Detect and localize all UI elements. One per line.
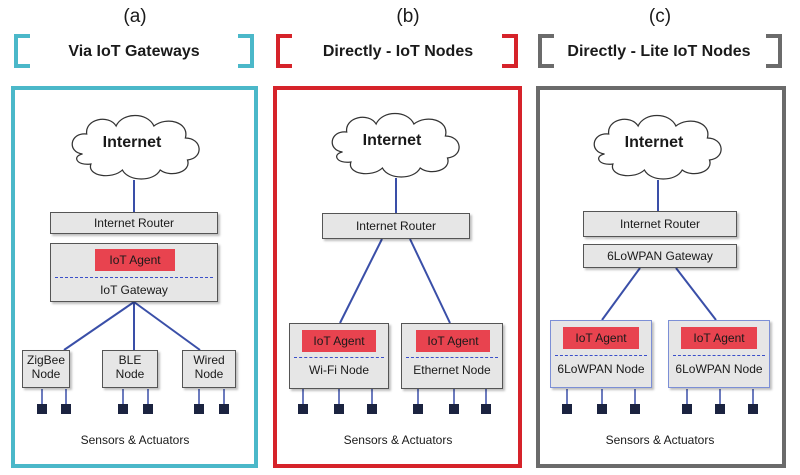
panel-b-wifi-divider xyxy=(294,357,384,358)
sensor-icon xyxy=(481,404,491,414)
sensor-icon xyxy=(413,404,423,414)
panel-b-ethernet-divider xyxy=(406,357,498,358)
panel-b-letter: (b) xyxy=(396,6,420,27)
panel-b-wifi-agent: IoT Agent xyxy=(302,330,376,352)
panel-a-frame xyxy=(11,86,258,468)
sensor-icon xyxy=(334,404,344,414)
panel-c-bracket-left xyxy=(538,34,554,68)
panel-c-node-2: IoT Agent 6LoWPAN Node xyxy=(668,320,770,388)
panel-a-internet-router: Internet Router xyxy=(50,212,218,234)
panel-a-gateway-label: IoT Gateway xyxy=(100,283,168,297)
panel-c-node-2-label: 6LoWPAN Node xyxy=(675,362,763,376)
sensor-icon xyxy=(118,404,128,414)
panel-a-letter: (a) xyxy=(123,6,147,27)
panel-b-heading: Directly - IoT Nodes xyxy=(322,43,474,60)
panel-c-internet-router: Internet Router xyxy=(583,211,737,237)
panel-a-iot-gateway: IoT Agent IoT Gateway xyxy=(50,243,218,302)
panel-b-wifi-node: IoT Agent Wi-Fi Node xyxy=(289,323,389,389)
panel-a-zigbee-node: ZigBee Node xyxy=(22,350,70,388)
panel-c-frame xyxy=(536,86,786,468)
panel-c-node-2-agent: IoT Agent xyxy=(681,327,757,349)
panel-b-wifi-label: Wi-Fi Node xyxy=(308,363,369,377)
panel-a-iot-agent: IoT Agent xyxy=(95,249,175,271)
panel-c-node-1-divider xyxy=(555,355,647,356)
sensor-icon xyxy=(298,404,308,414)
panel-b-ethernet-node: IoT Agent Ethernet Node xyxy=(401,323,503,389)
panel-b-ethernet-label: Ethernet Node xyxy=(413,363,491,377)
panel-c-bracket-right xyxy=(766,34,782,68)
panel-c-letter: (c) xyxy=(648,6,672,27)
sensor-icon xyxy=(597,404,607,414)
panel-b-frame xyxy=(273,86,522,468)
panel-a-bracket-right xyxy=(238,34,254,68)
panel-a-ble-node: BLE Node xyxy=(102,350,158,388)
sensor-icon xyxy=(367,404,377,414)
sensor-icon xyxy=(630,404,640,414)
panel-b-footer: Sensors & Actuators xyxy=(343,433,453,447)
panel-a-wired-node: Wired Node xyxy=(182,350,236,388)
panel-c-cloud-label: Internet xyxy=(624,134,684,151)
panel-a-cloud-label: Internet xyxy=(102,134,162,151)
panel-c-node-1: IoT Agent 6LoWPAN Node xyxy=(550,320,652,388)
sensor-icon xyxy=(219,404,229,414)
panel-c-heading: Directly - Lite IoT Nodes xyxy=(567,43,751,60)
sensor-icon xyxy=(37,404,47,414)
sensor-icon xyxy=(449,404,459,414)
panel-a-heading: Via IoT Gateways xyxy=(68,43,200,60)
panel-b-cloud-label: Internet xyxy=(362,132,422,149)
panel-b-ethernet-agent: IoT Agent xyxy=(416,330,490,352)
sensor-icon xyxy=(194,404,204,414)
panel-a-bracket-left xyxy=(14,34,30,68)
panel-b-bracket-left xyxy=(276,34,292,68)
panel-a-gateway-divider xyxy=(55,277,213,278)
sensor-icon xyxy=(748,404,758,414)
panel-b-internet-router: Internet Router xyxy=(322,213,470,239)
panel-b-bracket-right xyxy=(502,34,518,68)
sensor-icon xyxy=(715,404,725,414)
sensor-icon xyxy=(143,404,153,414)
panel-c-node-1-agent: IoT Agent xyxy=(563,327,639,349)
sensor-icon xyxy=(61,404,71,414)
sensor-icon xyxy=(682,404,692,414)
panel-c-node-1-label: 6LoWPAN Node xyxy=(557,362,645,376)
sensor-icon xyxy=(562,404,572,414)
panel-a-footer: Sensors & Actuators xyxy=(80,433,190,447)
panel-c-footer: Sensors & Actuators xyxy=(605,433,715,447)
panel-c-6lowpan-gateway: 6LoWPAN Gateway xyxy=(583,244,737,268)
panel-c-node-2-divider xyxy=(673,355,765,356)
